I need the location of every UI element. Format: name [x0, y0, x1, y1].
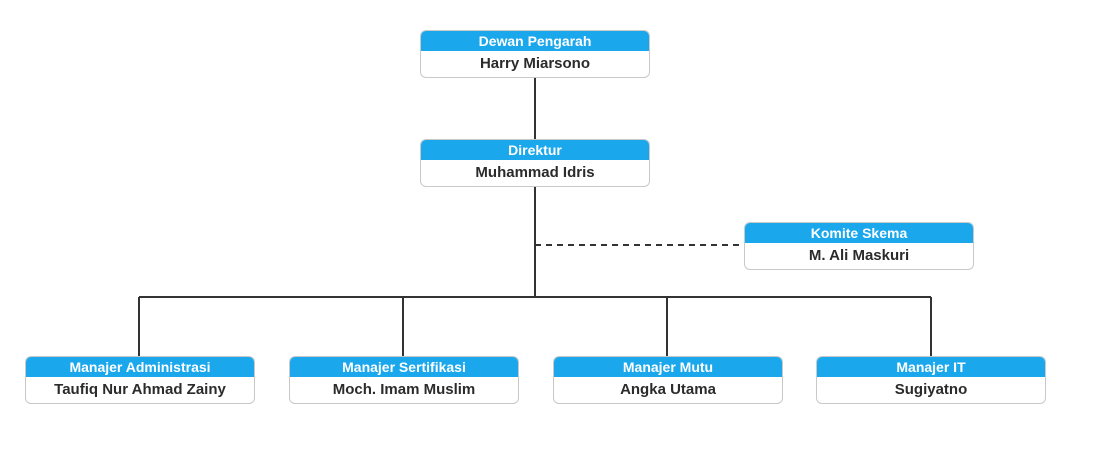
node-person-name: M. Ali Maskuri — [808, 247, 910, 264]
node-person-name: Harry Miarsono — [479, 55, 591, 72]
node-person-name: Taufiq Nur Ahmad Zainy — [54, 381, 226, 398]
node-person-name: Moch. Imam Muslim — [332, 381, 476, 398]
node-manajer-mutu: Manajer Mutu Angka Utama — [553, 356, 783, 404]
node-role: Dewan Pengarah — [421, 31, 649, 51]
node-manajer-sertifikasi: Manajer Sertifikasi Moch. Imam Muslim — [289, 356, 519, 404]
node-role: Direktur — [421, 140, 649, 160]
node-komite-skema: Komite Skema M. Ali Maskuri — [744, 222, 974, 270]
node-role: Manajer Mutu — [554, 357, 782, 377]
node-role: Manajer IT — [817, 357, 1045, 377]
node-role: Manajer Sertifikasi — [290, 357, 518, 377]
node-dewan-pengarah: Dewan Pengarah Harry Miarsono — [420, 30, 650, 78]
node-manajer-administrasi: Manajer Administrasi Taufiq Nur Ahmad Za… — [25, 356, 255, 404]
node-role: Komite Skema — [745, 223, 973, 243]
node-person-name: Angka Utama — [620, 381, 716, 398]
node-person-name: Sugiyatno — [894, 381, 968, 398]
node-person-name: Muhammad Idris — [475, 164, 595, 181]
node-direktur: Direktur Muhammad Idris — [420, 139, 650, 187]
node-manajer-it: Manajer IT Sugiyatno — [816, 356, 1046, 404]
node-role: Manajer Administrasi — [26, 357, 254, 377]
